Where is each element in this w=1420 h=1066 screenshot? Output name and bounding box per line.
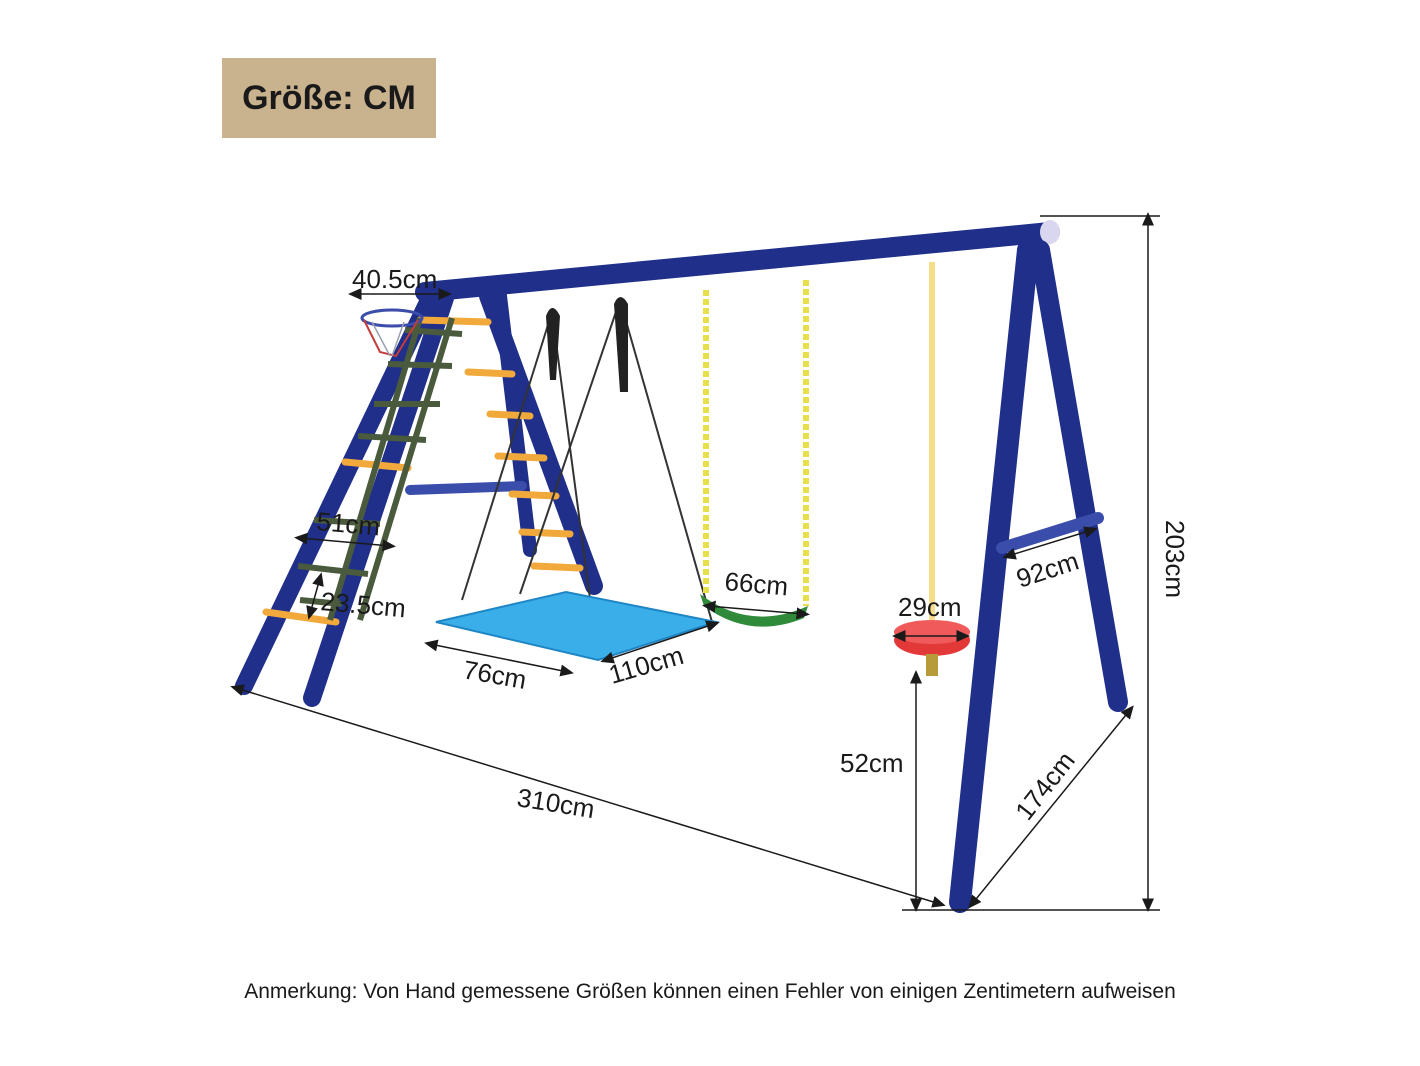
measurement-note: Anmerkung: Von Hand gemessene Größen kön… (244, 980, 1176, 1003)
dim-seat-width: 66cm (723, 566, 789, 601)
basketball-hoop (360, 308, 424, 358)
dim-seat-height: 52cm (840, 748, 904, 778)
beam-end-cap (1040, 220, 1060, 244)
swing-frame (235, 220, 1128, 913)
left-leg-back-2 (493, 289, 537, 557)
middle-crossbar (405, 481, 527, 495)
climbing-net (297, 317, 463, 621)
right-leg-back (1030, 240, 1128, 712)
dim-ladder-width: 51cm (315, 506, 381, 541)
dim-disc-diameter: 29cm (898, 592, 962, 622)
top-beam (415, 222, 1060, 302)
platform-swing (435, 297, 720, 662)
size-unit-label: Größe: CM (242, 78, 416, 117)
size-unit-badge: Größe: CM (222, 58, 436, 138)
dim-total-length: 310cm (515, 782, 597, 824)
dim-height: 203cm (1160, 520, 1190, 598)
dim-rung-spacing: 23.5cm (319, 586, 407, 623)
dim-platform-width: 76cm (461, 654, 529, 695)
dim-side-bar: 92cm (1013, 546, 1083, 594)
dim-top-width: 40.5cm (352, 264, 437, 294)
dimension-lines (230, 212, 1160, 912)
